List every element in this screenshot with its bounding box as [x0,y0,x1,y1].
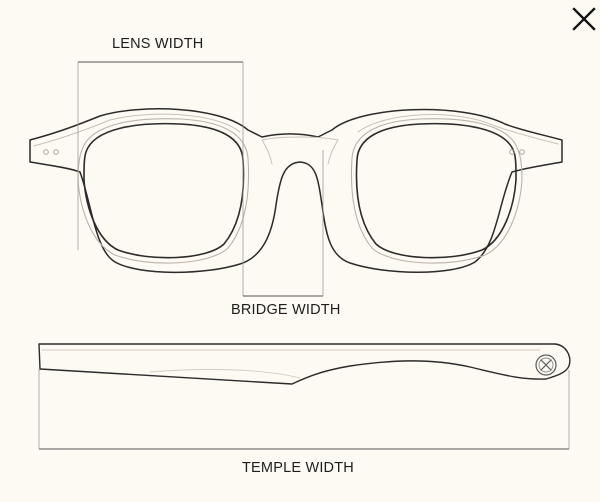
temple-arm-outline [38,343,571,385]
frame-top-inner-line [33,113,559,147]
temple-screw-inner [538,357,554,373]
right-rim-inner-ring [350,118,523,264]
right-lens [355,122,517,259]
left-lens [83,122,245,259]
glasses-front-view [29,108,563,274]
close-button[interactable] [568,4,600,34]
lens-width-label: LENS WIDTH [112,36,204,52]
temple-width-label: TEMPLE WIDTH [242,460,354,476]
left-hinge-pin [43,149,49,155]
temple-screw [535,354,557,376]
right-hinge-pin [519,149,525,155]
bridge-width-measure [243,150,324,297]
frame-outer-outline [29,108,563,274]
bridge-width-label: BRIDGE WIDTH [231,302,341,318]
temple-arm-side-view [38,343,571,385]
bridge-detail [261,136,339,165]
left-hinge-pin [53,149,59,155]
temple-arm-inner-line [41,349,541,379]
temple-width-measure [38,369,570,450]
lens-width-measure [77,61,244,296]
left-rim-inner-ring [77,118,250,264]
temple-screw-cross [540,359,552,371]
close-icon [572,7,596,31]
right-hinge-pin [509,149,515,155]
